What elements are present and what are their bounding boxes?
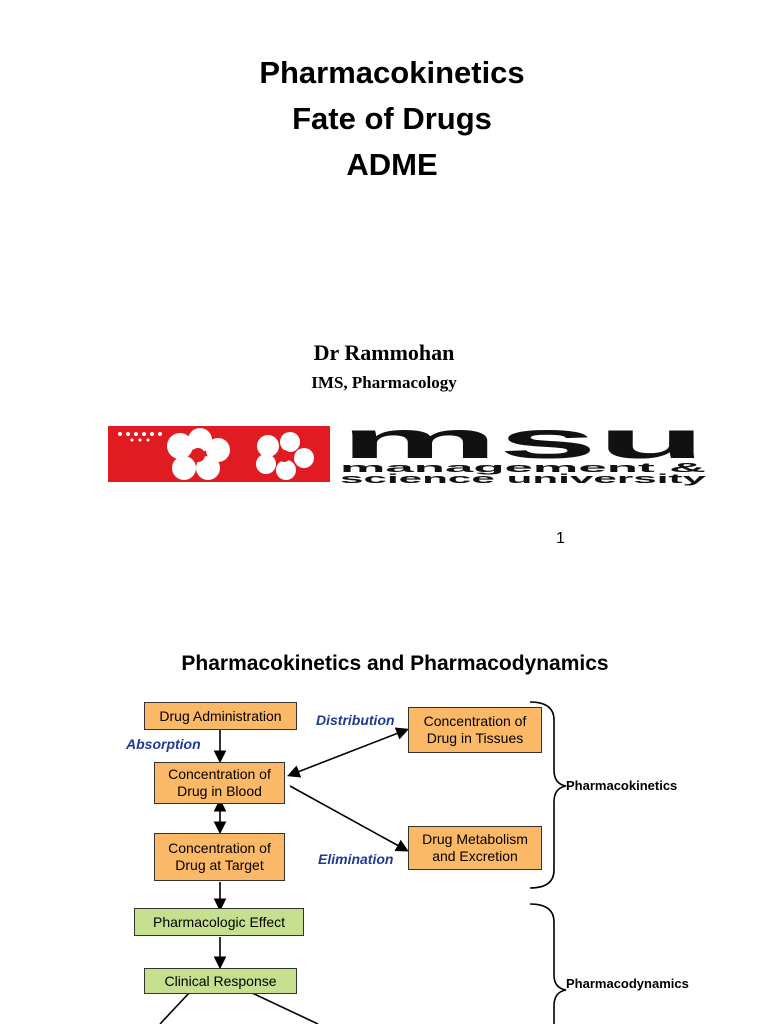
- box-drug-metabolism: Drug Metabolism and Excretion: [408, 826, 542, 870]
- branch-left: [159, 991, 191, 1024]
- brace-pharmacodynamics: [529, 903, 567, 1024]
- label-pharmacodynamics: Pharmacodynamics: [566, 976, 689, 991]
- page-number: 1: [556, 530, 565, 547]
- box-clinical-response: Clinical Response: [144, 968, 297, 994]
- title-line-2: Fate of Drugs: [292, 101, 492, 136]
- pk-pd-diagram: Drug Administration Concentration of Dru…: [0, 690, 768, 1024]
- box-pharmacologic-effect: Pharmacologic Effect: [134, 908, 304, 936]
- title-line-1: Pharmacokinetics: [259, 55, 525, 90]
- box-concentration-blood: Concentration of Drug in Blood: [154, 762, 285, 804]
- logo-subtitle-2: science university: [340, 471, 708, 486]
- flower-icon: [167, 428, 230, 480]
- label-elimination: Elimination: [318, 851, 394, 867]
- box-concentration-tissues: Concentration of Drug in Tissues: [408, 707, 542, 753]
- title-slide: Pharmacokinetics Fate of Drugs ADME Dr R…: [108, 55, 708, 547]
- author-affiliation: IMS, Pharmacology: [311, 373, 457, 392]
- logo-dots: [118, 432, 162, 442]
- label-pharmacokinetics: Pharmacokinetics: [566, 778, 678, 793]
- arrow-elimination: [289, 785, 409, 852]
- label-distribution: Distribution: [316, 712, 395, 728]
- box-concentration-target: Concentration of Drug at Target: [154, 833, 285, 881]
- flower-icon-small: [256, 432, 314, 480]
- logo-subtitle-1: management &: [340, 460, 706, 475]
- author-name: Dr Rammohan: [313, 340, 455, 365]
- diagram-connectors: [159, 701, 567, 1024]
- label-absorption: Absorption: [126, 736, 201, 752]
- brace-pharmacokinetics: [529, 701, 567, 889]
- box-drug-administration: Drug Administration: [144, 702, 297, 730]
- diagram-title: Pharmacokinetics and Pharmacodynamics: [181, 652, 609, 675]
- msu-logo: msu management & science university: [108, 412, 708, 486]
- branch-right: [249, 991, 319, 1024]
- arrow-distribution: [287, 727, 409, 778]
- title-line-3: ADME: [346, 147, 438, 182]
